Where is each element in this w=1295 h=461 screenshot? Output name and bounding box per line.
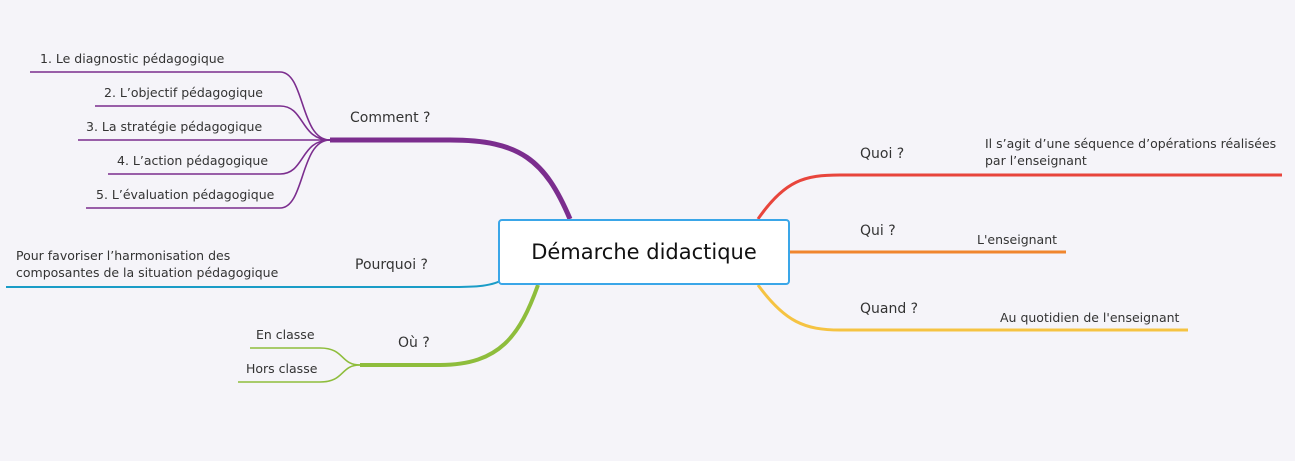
comment-item-3[interactable]: 3. La stratégie pédagogique <box>86 119 263 134</box>
branch-comment-label[interactable]: Comment ? <box>350 110 431 126</box>
quoi-item-line-1[interactable]: Il s’agit d’une séquence d’opérations ré… <box>985 136 1277 151</box>
comment-item-4[interactable]: 4. L’action pédagogique <box>117 153 269 168</box>
central-topic[interactable]: Démarche didactique <box>498 219 790 285</box>
central-topic-title: Démarche didactique <box>531 240 757 264</box>
quand-main-connector <box>756 284 1188 332</box>
comment-main-connector <box>330 137 573 220</box>
ou-main-connector <box>360 284 540 367</box>
ou-sub-connector-2 <box>238 364 361 383</box>
pourquoi-main-connector <box>6 279 503 288</box>
ou-item-2[interactable]: Hors classe <box>246 361 318 376</box>
comment-sub-connector-5 <box>86 139 331 209</box>
branch-quoi-label[interactable]: Quoi ? <box>860 146 905 162</box>
quoi-item-line-2[interactable]: par l’enseignant <box>985 153 1087 168</box>
ou-sub-connector-1 <box>250 347 361 366</box>
branch-pourquoi-label[interactable]: Pourquoi ? <box>355 257 428 273</box>
pourquoi-item-line-2[interactable]: composantes de la situation pédagogique <box>16 265 279 280</box>
quoi-main-connector <box>756 173 1282 220</box>
branch-qui-label[interactable]: Qui ? <box>860 223 896 239</box>
comment-item-5[interactable]: 5. L’évaluation pédagogique <box>96 187 275 202</box>
ou-item-1[interactable]: En classe <box>256 327 315 342</box>
qui-item-1[interactable]: L'enseignant <box>977 232 1058 247</box>
branch-quand-label[interactable]: Quand ? <box>860 301 919 317</box>
pourquoi-item-line-1[interactable]: Pour favoriser l’harmonisation des <box>16 248 231 263</box>
quand-item-1[interactable]: Au quotidien de l'enseignant <box>1000 310 1180 325</box>
comment-item-2[interactable]: 2. L’objectif pédagogique <box>104 85 263 100</box>
comment-sub-connector-2 <box>95 105 331 141</box>
comment-sub-connector-1 <box>30 71 331 141</box>
comment-item-1[interactable]: 1. Le diagnostic pédagogique <box>40 51 225 66</box>
comment-sub-connector-4 <box>108 139 331 175</box>
branch-ou-label[interactable]: Où ? <box>398 335 430 351</box>
